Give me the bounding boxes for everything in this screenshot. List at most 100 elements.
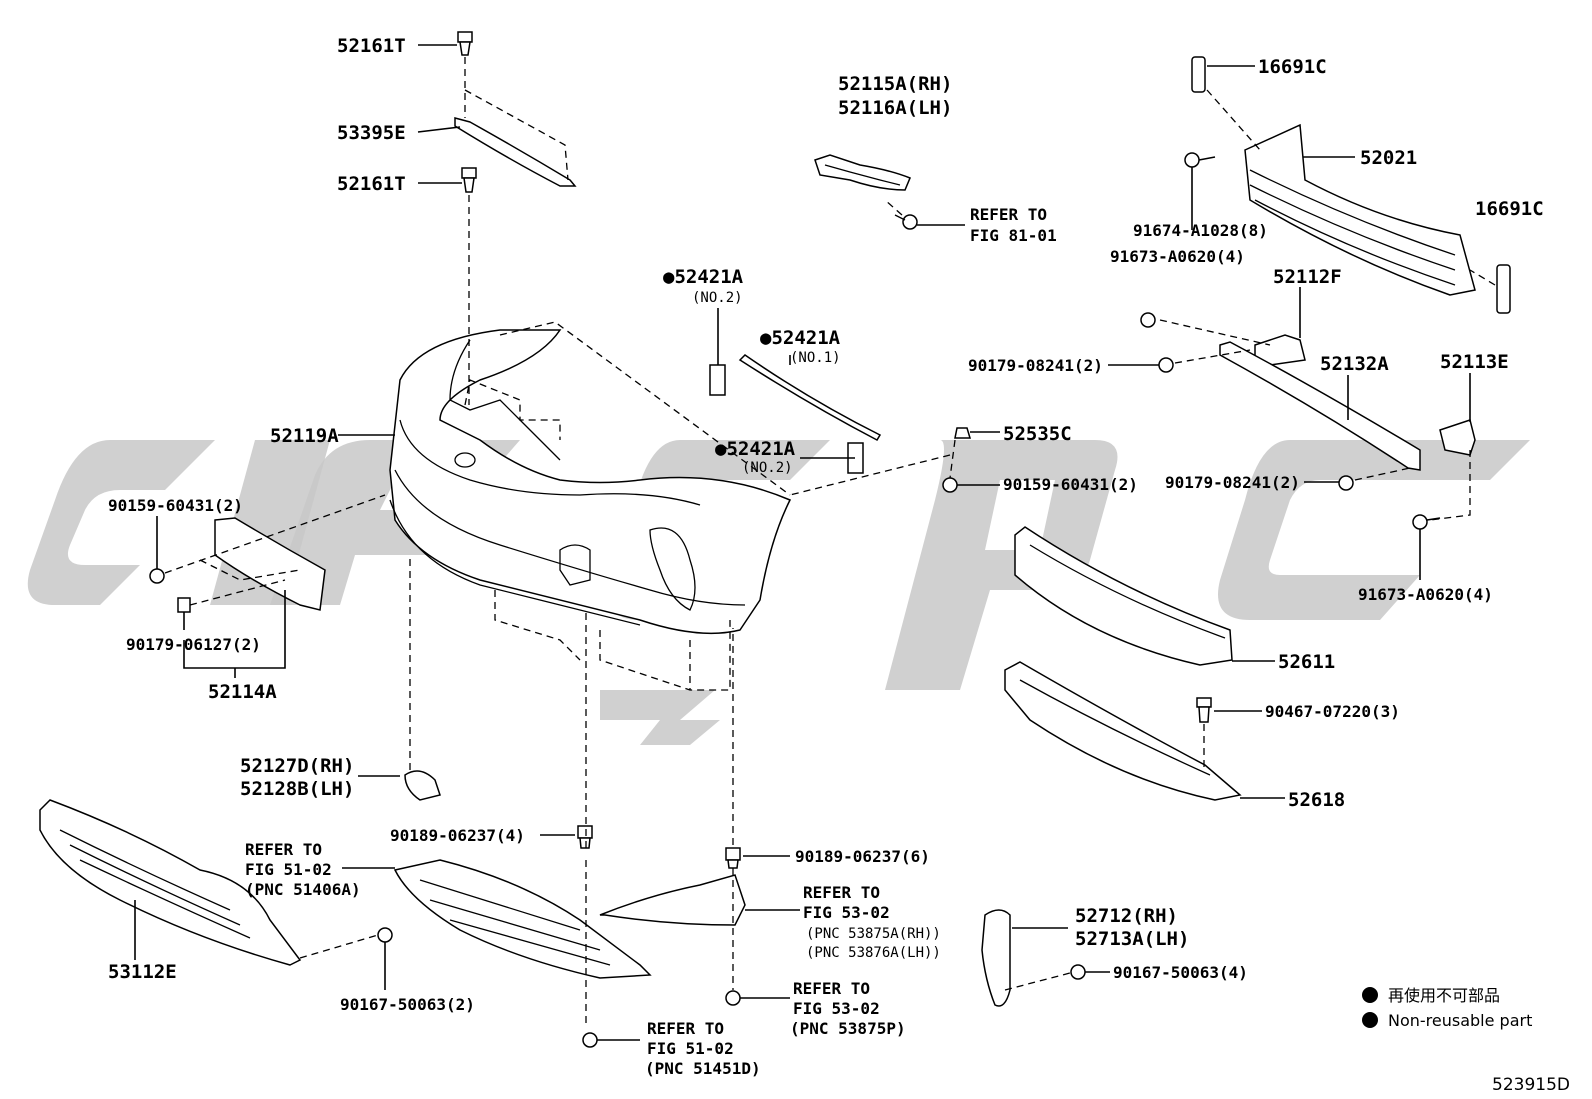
label-52161t-top: 52161T [337,35,406,57]
legend-bullet-2 [1362,1012,1378,1028]
bolt-90167-left [377,927,393,943]
cap-52127d [404,770,441,801]
nut-90179-08241-a [1158,357,1174,373]
clip-90189-6 [725,847,741,869]
label-90159-right: 90159-60431(2) [1003,475,1138,494]
label-91674: 91674-A1028(8) [1133,221,1268,240]
label-52712: 52712(RH) [1075,905,1178,927]
label-52114a: 52114A [208,681,277,703]
bolt-90167-right [1070,964,1086,980]
label-90189-6: 90189-06237(6) [795,847,930,866]
pad-16691c-right [1496,264,1511,314]
label-52618: 52618 [1288,789,1345,811]
label-90189-4: 90189-06237(4) [390,826,525,845]
diagram-code: 523915D [1492,1075,1570,1095]
label-52128b: 52128B(LH) [240,778,354,800]
label-53395e: 53395E [337,122,406,144]
nut-90179-08241-b [1338,475,1354,491]
label-52132a: 52132A [1320,353,1389,375]
bracket-52114a [214,517,326,611]
nut-90179-06127 [177,597,191,613]
label-90467: 90467-07220(3) [1265,702,1400,721]
assembly-dashed-lines [164,57,1496,1025]
label-91673-top: 91673-A0620(4) [1110,247,1245,266]
clip-52161t-top [457,31,473,56]
bracket-52115a [814,154,911,191]
cover-52712 [981,909,1011,1007]
seal-52421a-no1 [738,354,882,441]
label-52535c: 52535C [1003,423,1072,445]
clip-90467 [1196,697,1212,723]
bolt-refer-53875p [725,990,741,1006]
label-52421a-3-note: (NO.2) [742,460,793,476]
label-refer-53875a-b: FIG 53-02 [803,903,890,922]
label-52115a: 52115A(RH) [838,73,952,95]
part-labels: 52161T 53395E 52161T 52115A(RH) 52116A(L… [108,35,1544,1078]
clip-90189-4 [577,825,593,849]
reinforcement-52021 [1244,123,1476,296]
label-52119a: 52119A [270,425,339,447]
legend-text-jp: 再使用不可部品 [1388,986,1500,1005]
label-refer-53875a-c: (PNC 53875A(RH)) [806,926,941,942]
label-52116a: 52116A(LH) [838,97,952,119]
label-52421a-2: ●52421A [760,327,841,349]
label-16691c-top: 16691C [1258,56,1327,78]
label-16691c-right: 16691C [1475,198,1544,220]
label-refer-51451d-a: REFER TO [647,1019,724,1038]
label-refer-51451d-c: (PNC 51451D) [645,1059,761,1078]
absorber-52611 [1014,526,1233,666]
label-90159-left: 90159-60431(2) [108,496,243,515]
label-90179-08241-a: 90179-08241(2) [968,356,1103,375]
label-52021: 52021 [1360,147,1417,169]
bolt-91673-bottom [1412,514,1428,530]
label-52421a-3: ●52421A [715,438,796,460]
label-refer-51451d-b: FIG 51-02 [647,1039,734,1058]
label-refer-81-01-b: FIG 81-01 [970,226,1057,245]
bolt-91674 [1184,152,1200,168]
bolt-refer-81-01 [894,214,918,230]
bolt-90159-left [149,568,165,584]
bolt-90159-right [942,477,958,493]
label-refer-53875a-d: (PNC 53876A(LH)) [806,945,941,961]
label-refer-81-01-a: REFER TO [970,205,1047,224]
bolt-refer-51451d [582,1032,598,1048]
label-refer-53875p-c: (PNC 53875P) [790,1019,906,1038]
label-91673-bottom: 91673-A0620(4) [1358,585,1493,604]
label-refer-51406a-c: (PNC 51406A) [245,880,361,899]
leader-lines [134,44,1471,1041]
absorber-52618 [1004,661,1242,801]
clip-52535c [954,427,972,439]
label-90167-left: 90167-50063(2) [340,995,475,1014]
legend-bullet-1 [1362,987,1378,1003]
label-90179-08241-b: 90179-08241(2) [1165,473,1300,492]
grille-53112e [39,799,302,966]
label-90167-right: 90167-50063(4) [1113,963,1248,982]
bracket-52113e [1439,419,1476,456]
label-52421a-2-note: (NO.1) [790,350,841,366]
label-52112f: 52112F [1273,266,1342,288]
label-52113e: 52113E [1440,351,1509,373]
label-53112e: 53112E [108,961,177,983]
strip-53395e [454,117,577,187]
undercover-refer-51406a [393,859,652,979]
seal-52421a-no2-a [709,364,726,396]
label-refer-51406a-a: REFER TO [245,840,322,859]
label-refer-53875p-b: FIG 53-02 [793,999,880,1018]
clip-52161t-mid [461,167,477,193]
undercover-refer-53875a [599,874,746,926]
label-52421a-1-note: (NO.2) [692,290,743,306]
label-52421a-1: ●52421A [663,266,744,288]
label-52713a: 52713A(LH) [1075,928,1189,950]
label-refer-53875p-a: REFER TO [793,979,870,998]
label-90179-06127: 90179-06127(2) [126,635,261,654]
label-52611: 52611 [1278,651,1335,673]
label-refer-53875a-a: REFER TO [803,883,880,902]
bolt-91673-top [1140,312,1156,328]
label-52161t-mid: 52161T [337,173,406,195]
label-52127d: 52127D(RH) [240,755,354,777]
bumper-cover-52119a [389,329,792,635]
legend: 再使用不可部品 Non-reusable part [1362,986,1532,1030]
label-refer-51406a-b: FIG 51-02 [245,860,332,879]
